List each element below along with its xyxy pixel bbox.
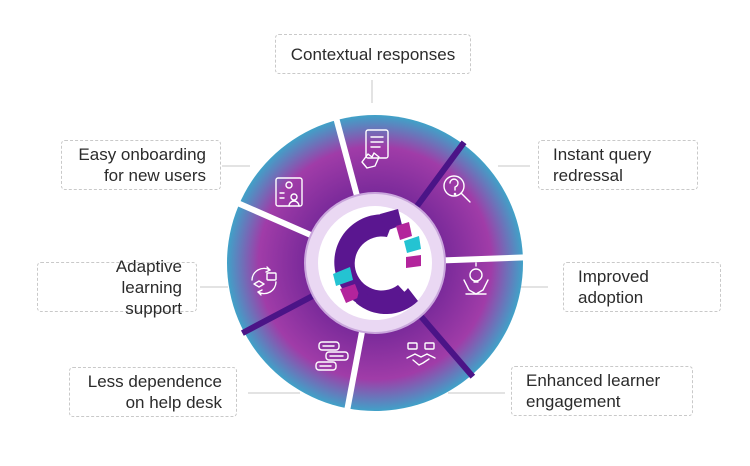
lightbulb-hands-icon <box>463 262 489 295</box>
label-easy-onboarding: Easy onboarding for new users <box>61 140 221 190</box>
document-touch-icon <box>361 129 389 169</box>
logo-magenta-piece-1 <box>396 222 412 240</box>
segment-separator <box>409 140 467 215</box>
label-contextual-responses: Contextual responses <box>275 34 471 74</box>
label-enhanced-learner-engagement: Enhanced learner engagement <box>511 366 693 416</box>
segment-separator <box>333 117 362 204</box>
learning-cycle-icon <box>251 266 277 296</box>
connector-lines <box>200 80 548 394</box>
user-settings-icon <box>275 177 303 207</box>
segment-separator <box>413 308 476 379</box>
inner-ring-edge <box>304 192 446 334</box>
chat-bubbles-icon <box>315 341 349 371</box>
segment-separator <box>236 200 320 241</box>
segment-separators <box>236 117 526 411</box>
logo-magenta-piece-2 <box>406 255 421 268</box>
label-instant-query-redressal: Instant query redressal <box>538 140 698 190</box>
segment-separator <box>344 323 367 411</box>
center-logo <box>333 209 421 315</box>
handshake-chat-icon <box>406 342 436 366</box>
segment-separator <box>240 289 322 336</box>
label-adaptive-learning-support: Adaptive learning support <box>37 257 197 318</box>
logo-magenta-piece-3 <box>340 284 360 303</box>
logo-bottom-arc <box>356 287 418 315</box>
logo-teal-piece-2 <box>333 267 353 286</box>
segment-separator <box>436 254 526 264</box>
question-search-icon <box>443 175 471 203</box>
label-less-dependence-on-help-desk: Less dependence on help desk <box>69 367 237 417</box>
logo-top-tip <box>380 209 402 231</box>
logo-teal-piece-1 <box>404 236 421 253</box>
label-improved-adoption: Improved adoption <box>563 262 721 312</box>
